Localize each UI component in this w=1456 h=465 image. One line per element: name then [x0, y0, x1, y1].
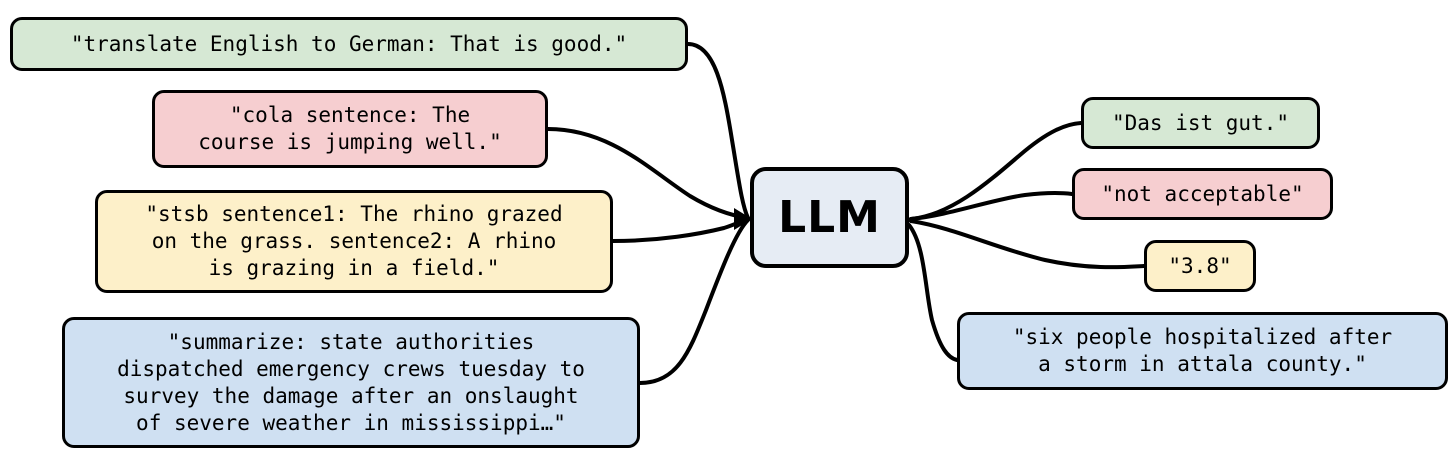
edge-translate-to-llm	[686, 42, 750, 220]
output-node-similarity-score[interactable]: "3.8"	[1144, 240, 1256, 292]
input-node-stsb[interactable]: "stsb sentence1: The rhino grazed on the…	[95, 190, 613, 293]
output-node-acceptability[interactable]: "not acceptable"	[1072, 168, 1333, 220]
edge-llm-to-score	[909, 219, 1146, 270]
output-node-translation[interactable]: "Das ist gut."	[1081, 97, 1320, 149]
llm-node[interactable]: LLM	[750, 167, 909, 268]
input-node-summarize[interactable]: "summarize: state authorities dispatched…	[62, 317, 640, 448]
edge-llm-to-notacc	[909, 191, 1074, 221]
edge-summarize-to-llm	[638, 218, 750, 385]
input-node-translate[interactable]: "translate English to German: That is go…	[10, 17, 688, 71]
edge-llm-to-das	[909, 121, 1083, 221]
output-node-summary[interactable]: "six people hospitalized after a storm i…	[957, 312, 1448, 390]
input-node-cola[interactable]: "cola sentence: The course is jumping we…	[152, 90, 548, 168]
edge-stsb-to-llm	[611, 217, 750, 243]
edge-llm-to-six	[907, 223, 959, 362]
